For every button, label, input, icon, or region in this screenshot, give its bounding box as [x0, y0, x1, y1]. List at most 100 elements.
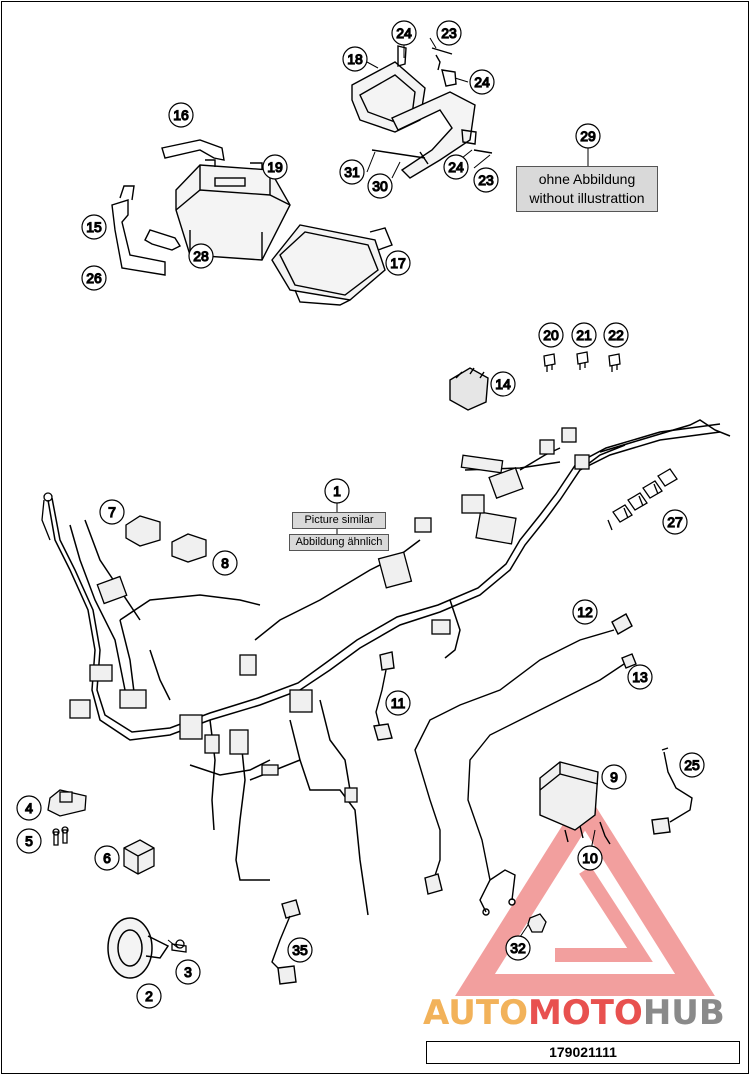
svg-text:11: 11: [391, 695, 406, 711]
svg-text:18: 18: [347, 51, 363, 67]
svg-text:28: 28: [193, 248, 209, 264]
svg-text:30: 30: [372, 178, 388, 194]
callout-3: 3: [175, 959, 201, 985]
svg-text:22: 22: [608, 327, 624, 343]
svg-text:7: 7: [108, 504, 116, 520]
harness-connectors: [69, 427, 590, 803]
callout-10: 10: [577, 845, 603, 871]
svg-text:25: 25: [684, 757, 700, 773]
callout-28: 28: [188, 243, 214, 269]
note-without-illustration-de: ohne Abbildung: [538, 171, 636, 187]
svg-text:3: 3: [184, 964, 192, 980]
svg-text:9: 9: [610, 769, 618, 785]
relay-4: [47, 789, 87, 817]
callout-23-bottom: 23: [473, 167, 499, 193]
fuses-20-22: [543, 351, 621, 372]
callout-26: 26: [81, 265, 107, 291]
callout-31: 31: [339, 159, 365, 185]
svg-text:6: 6: [103, 850, 111, 866]
svg-text:10: 10: [582, 850, 598, 866]
svg-text:1: 1: [333, 483, 341, 499]
svg-text:32: 32: [510, 940, 526, 956]
svg-text:12: 12: [577, 604, 593, 620]
horn-2: [107, 917, 170, 979]
svg-text:24: 24: [396, 25, 412, 41]
svg-text:20: 20: [543, 327, 559, 343]
svg-text:14: 14: [495, 376, 511, 392]
cable-13: [467, 653, 637, 916]
callout-20: 20: [538, 322, 564, 348]
cable-12: [414, 613, 633, 895]
sensor-25: [651, 747, 693, 835]
screws-5: [52, 826, 69, 846]
battery-holder: [271, 224, 393, 306]
callout-11: 11: [385, 690, 411, 716]
svg-text:15: 15: [86, 219, 102, 235]
watermark-triangle: [455, 789, 715, 996]
connector-7: [125, 515, 161, 547]
callout-14: 14: [490, 371, 516, 397]
callout-22: 22: [603, 322, 629, 348]
callout-5: 5: [16, 828, 42, 854]
main-wiring-harness: [47, 419, 731, 916]
svg-text:4: 4: [25, 800, 33, 816]
svg-text:17: 17: [390, 255, 406, 271]
connectors-27: [607, 468, 678, 531]
callout-19: 19: [262, 154, 288, 180]
note-without-illustration: ohne Abbildung without illustrattion: [516, 166, 658, 212]
callout-16: 16: [168, 102, 194, 128]
callout-15: 15: [81, 214, 107, 240]
nut-32: [527, 913, 547, 933]
callout-7: 7: [99, 499, 125, 525]
callout-1: 1: [324, 478, 350, 504]
note-without-illustration-en: without illustrattion: [529, 190, 645, 206]
connector-8: [171, 533, 207, 563]
callouts: 1 2 3 4 5 6 7 8 9 10 11 12 13 14 15 16 1…: [16, 20, 705, 1009]
callout-12: 12: [572, 599, 598, 625]
starter-relay-14: [449, 367, 489, 411]
svg-text:2: 2: [145, 988, 153, 1004]
watermark-text-moto: MOTO: [527, 993, 643, 1033]
svg-text:19: 19: [267, 159, 283, 175]
watermark-text-auto: AUTO: [423, 993, 528, 1033]
callout-24-lower: 24: [443, 154, 469, 180]
note-abbildung-aehnlich: Abbildung ähnlich: [289, 534, 389, 551]
svg-text:16: 16: [173, 107, 189, 123]
callout-24-right: 24: [469, 69, 495, 95]
callout-8: 8: [212, 550, 238, 576]
watermark-logo: AUTOMOTOHUB: [423, 993, 725, 1033]
callout-27: 27: [662, 509, 688, 535]
callout-23-top: 23: [436, 20, 462, 46]
svg-text:31: 31: [344, 164, 360, 180]
svg-text:24: 24: [448, 159, 464, 175]
callout-18: 18: [342, 46, 368, 72]
svg-text:5: 5: [25, 833, 33, 849]
callout-25: 25: [679, 752, 705, 778]
callout-30: 30: [367, 173, 393, 199]
watermark-text-hub: HUB: [642, 993, 725, 1033]
callout-4: 4: [16, 795, 42, 821]
callout-32: 32: [505, 935, 531, 961]
relay-6: [123, 839, 155, 875]
screw-3: [171, 939, 187, 953]
callout-17: 17: [385, 250, 411, 276]
svg-text:24: 24: [474, 74, 490, 90]
regulator-9: [539, 761, 611, 845]
svg-text:35: 35: [292, 942, 308, 958]
svg-text:27: 27: [667, 514, 683, 530]
callout-13: 13: [627, 664, 653, 690]
callout-29: 29: [575, 123, 601, 149]
harness-end-terminal: [41, 492, 53, 541]
sensor-cable-11: [373, 651, 395, 741]
callout-24-top: 24: [391, 20, 417, 46]
svg-text:21: 21: [576, 327, 592, 343]
relay-bracket-assembly: [351, 45, 493, 179]
svg-text:23: 23: [478, 172, 494, 188]
bracket-15-26: [111, 185, 166, 276]
svg-text:26: 26: [86, 270, 102, 286]
svg-text:29: 29: [580, 128, 596, 144]
cable-35: [271, 899, 301, 985]
callout-35: 35: [287, 937, 313, 963]
